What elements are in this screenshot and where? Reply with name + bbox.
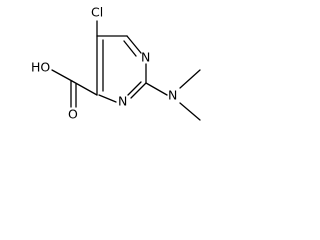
bond-c4-carboxyl	[71, 80, 98, 96]
atom-label-ring-nitrogen-lower: N	[118, 94, 127, 109]
bond-c6-n1-double	[123, 40, 137, 57]
bond-carboxyl-oh	[51, 69, 73, 82]
atom-label-chlorine: Cl	[91, 5, 103, 20]
bond-amine-methyl-upper	[179, 69, 201, 89]
bond-amine-methyl-lower	[179, 102, 201, 121]
atom-label-hydroxyl: HO	[31, 60, 50, 75]
bond-c2-amine	[145, 82, 168, 96]
atom-label-amine-nitrogen: N	[168, 88, 177, 103]
bond-c2-n3	[130, 82, 147, 99]
bond-c2-n3-double	[127, 81, 142, 96]
atom-label-carbonyl-oxygen: O	[68, 107, 78, 122]
chemical-structure: Cl N N N HO O	[31, 5, 201, 122]
atom-label-ring-nitrogen-upper: N	[141, 50, 150, 65]
bond-n3-c4	[98, 94, 117, 103]
bond-c6-n1	[126, 35, 142, 54]
